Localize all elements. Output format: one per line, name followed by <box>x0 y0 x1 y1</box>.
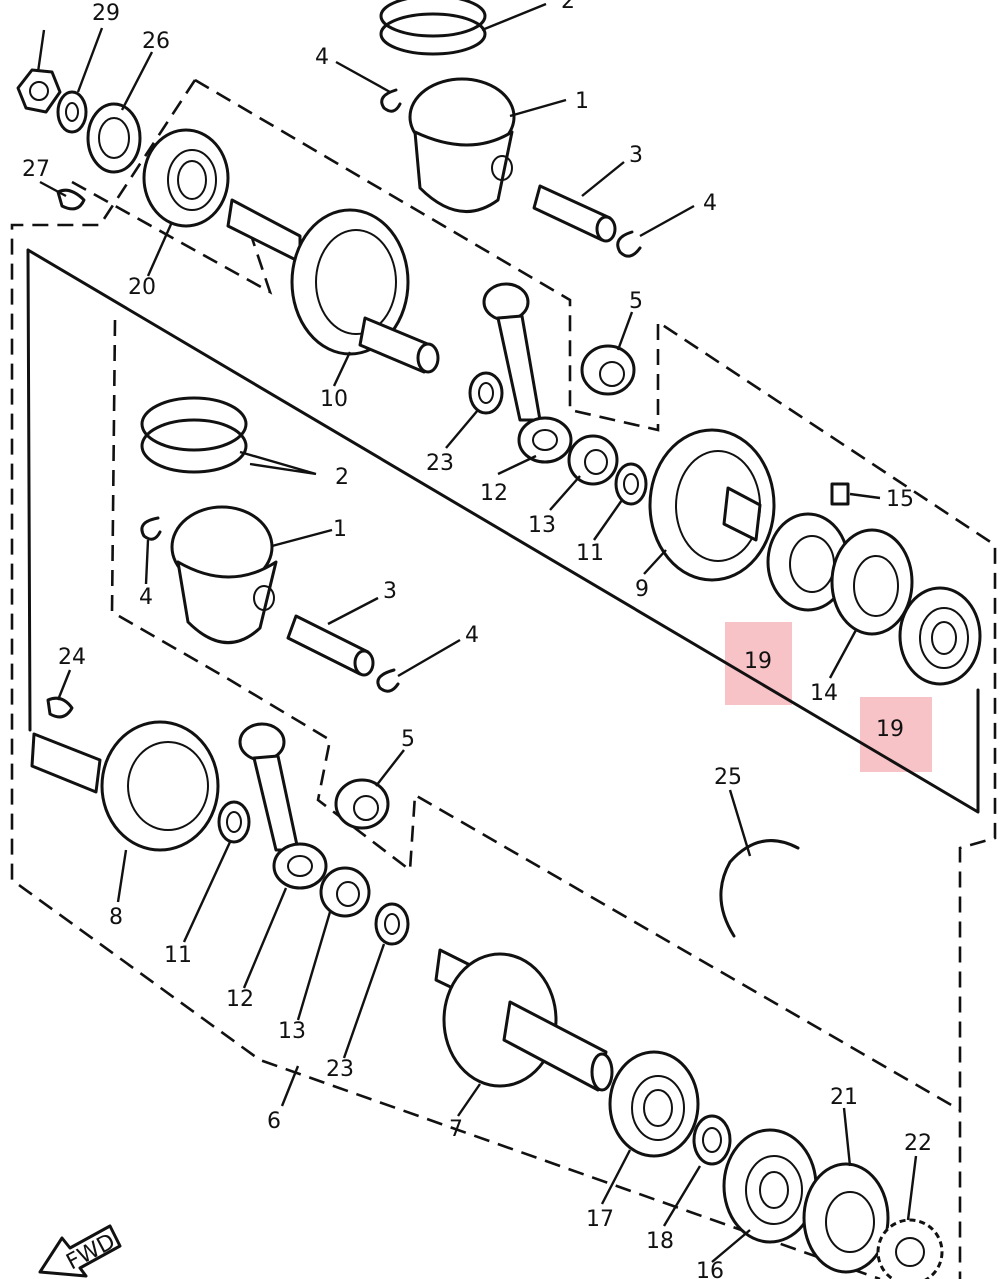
needle-bearing-icon <box>319 866 371 918</box>
callout-label: 6 <box>267 1109 281 1134</box>
parts: FWD <box>16 0 982 1279</box>
circlip-icon <box>616 230 642 258</box>
callout-label: 4 <box>465 623 479 648</box>
piston-pin-icon <box>286 614 375 677</box>
callout-label: 15 <box>886 487 914 512</box>
callout-label: 11 <box>576 541 604 566</box>
callout-label: 16 <box>696 1259 724 1279</box>
circlip-icon <box>140 516 162 541</box>
callout-label: 1 <box>575 89 589 114</box>
callout-label: 18 <box>646 1229 674 1254</box>
needle-bearing-icon <box>567 434 619 486</box>
oil-seal-icon <box>86 102 142 174</box>
callout-label: 1 <box>333 517 347 542</box>
nut-icon <box>16 68 62 114</box>
callout-label: 26 <box>142 29 170 54</box>
thrust-washer-icon <box>468 371 504 415</box>
piston-rings-icon <box>379 0 487 56</box>
piston-rings-icon <box>140 396 248 474</box>
callout-label: 29 <box>92 1 120 26</box>
crank-half-icon-8 <box>30 720 220 852</box>
callout-label: 12 <box>226 987 254 1012</box>
crank-half-icon-7 <box>434 948 614 1092</box>
bearing-icon-16 <box>722 1128 818 1244</box>
callout-label: 19 <box>744 649 772 674</box>
piston-icon <box>170 505 278 644</box>
piston-icon <box>408 77 516 214</box>
callout-label: 3 <box>383 579 397 604</box>
callout-label: 2 <box>561 0 575 14</box>
circlip-icon <box>719 839 800 938</box>
callout-label: 21 <box>830 1085 858 1110</box>
bearing-icon-19 <box>898 586 982 686</box>
callout-label: 5 <box>629 289 643 314</box>
circlip-icon <box>380 88 402 113</box>
outer-crankshaft-group-outline <box>10 78 997 1279</box>
callout-label: 9 <box>635 577 649 602</box>
callout-label: 23 <box>326 1057 354 1082</box>
callout-label: 4 <box>315 45 329 70</box>
callout-label: 4 <box>139 585 153 610</box>
oil-seal-icon <box>802 1162 890 1274</box>
callout-label: 4 <box>703 191 717 216</box>
callout-label: 19 <box>876 717 904 742</box>
callout-label: 22 <box>904 1131 932 1156</box>
thrust-washer-icon <box>217 800 251 844</box>
highlight-box-19-lower <box>860 697 932 772</box>
sprocket-icon <box>876 1218 944 1279</box>
thrust-washer-icon <box>692 1114 732 1166</box>
callout-label: 12 <box>480 481 508 506</box>
callout-label: 5 <box>401 727 415 752</box>
inner-crank-outline <box>26 248 980 814</box>
highlight-box-19-upper <box>725 622 792 705</box>
crank-half-icon-10 <box>226 198 440 374</box>
lock-washer-icon <box>56 90 88 134</box>
bearing-icon-17 <box>608 1050 700 1158</box>
callout-label: 25 <box>714 765 742 790</box>
callout-label: 8 <box>109 905 123 930</box>
callout-label: 7 <box>449 1117 463 1142</box>
thrust-washer-icon <box>374 902 410 946</box>
piston-pin-icon <box>532 184 617 243</box>
callout-label: 3 <box>629 143 643 168</box>
callout-label: 2 <box>335 465 349 490</box>
upper-piston-group-outline <box>110 319 961 1112</box>
callout-label: 13 <box>278 1019 306 1044</box>
assembly-outlines <box>10 78 997 1279</box>
callout-label: 17 <box>586 1207 614 1232</box>
circlip-icon <box>376 668 400 693</box>
bearing-icon-20 <box>142 128 230 228</box>
callout-label: 27 <box>22 157 50 182</box>
callout-label: 23 <box>426 451 454 476</box>
callout-label: 24 <box>58 645 86 670</box>
connecting-rod-icon <box>238 722 328 890</box>
connecting-rod-icon <box>482 282 573 464</box>
thrust-washer-icon <box>614 462 648 506</box>
callout-labels: 29 26 27 20 4 2 1 3 4 10 5 23 12 13 11 9… <box>22 0 932 1279</box>
forward-arrow-icon: FWD <box>38 1224 122 1278</box>
callout-label: 14 <box>810 681 838 706</box>
needle-bearing-icon <box>334 778 390 830</box>
callout-label: 13 <box>528 513 556 538</box>
woodruff-key-icon <box>46 696 74 719</box>
labyrinth-seal-icon <box>830 528 914 636</box>
leader-lines <box>36 2 918 1263</box>
callout-label: 20 <box>128 275 156 300</box>
callout-label: 11 <box>164 943 192 968</box>
needle-bearing-icon <box>580 344 636 396</box>
dowel-pin-icon <box>830 482 850 506</box>
crank-web-icon-9 <box>648 428 776 582</box>
callout-label: 10 <box>320 387 348 412</box>
left-crank-subgroup-outline <box>71 180 273 295</box>
